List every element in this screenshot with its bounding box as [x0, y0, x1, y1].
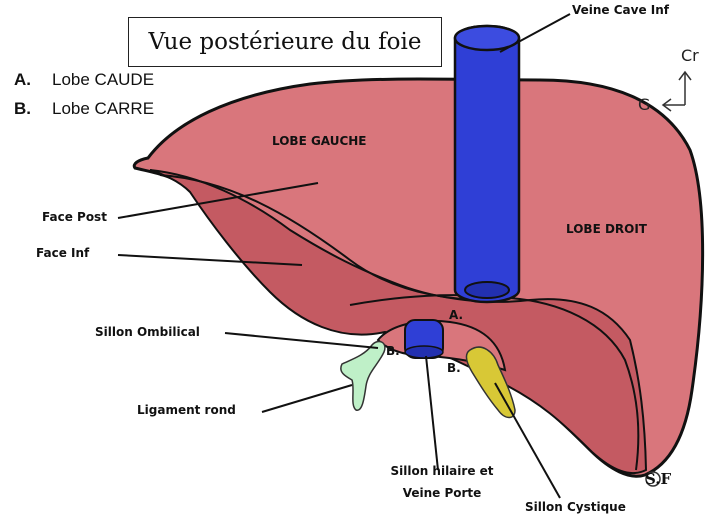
ligament-rond: [341, 341, 385, 410]
legend-key-b: B.: [14, 99, 52, 119]
legend-text-b: Lobe CARRE: [52, 99, 154, 118]
orientation-cranial: Cr: [681, 46, 699, 65]
label-ligament-rond: Ligament rond: [137, 403, 236, 417]
label-mark-a: A.: [449, 308, 463, 322]
diagram-title: Vue postérieure du foie: [128, 17, 442, 67]
label-mark-b-left: B.: [386, 344, 400, 358]
portal-vein-opening: [405, 346, 443, 358]
label-mark-b-right: B.: [447, 361, 461, 375]
label-sillon-hilaire-line2: Veine Porte: [380, 482, 504, 504]
label-sillon-cystique: Sillon Cystique: [525, 500, 626, 514]
pointer-ligament-rond: [262, 385, 352, 412]
vena-cava-bottom: [465, 282, 509, 298]
label-lobe-droit: LOBE DROIT: [566, 222, 647, 236]
label-lobe-gauche: LOBE GAUCHE: [272, 134, 367, 148]
legend-text-a: Lobe CAUDE: [52, 70, 154, 89]
vena-cava: [455, 26, 519, 302]
label-sillon-ombilical: Sillon Ombilical: [95, 325, 200, 339]
legend-item-b: B.Lobe CARRE: [14, 99, 154, 119]
signature: S.F: [645, 470, 671, 488]
orientation-left: G: [638, 95, 650, 114]
label-face-inf: Face Inf: [36, 246, 89, 260]
label-sillon-hilaire-line1: Sillon hilaire et: [380, 460, 504, 482]
label-face-post: Face Post: [42, 210, 107, 224]
legend-item-a: A.Lobe CAUDE: [14, 70, 154, 90]
pointer-sillon-hilaire: [426, 356, 438, 470]
legend-key-a: A.: [14, 70, 52, 90]
label-veine-cave: Veine Cave Inf: [572, 3, 669, 17]
label-sillon-hilaire: Sillon hilaire et Veine Porte: [380, 460, 504, 504]
